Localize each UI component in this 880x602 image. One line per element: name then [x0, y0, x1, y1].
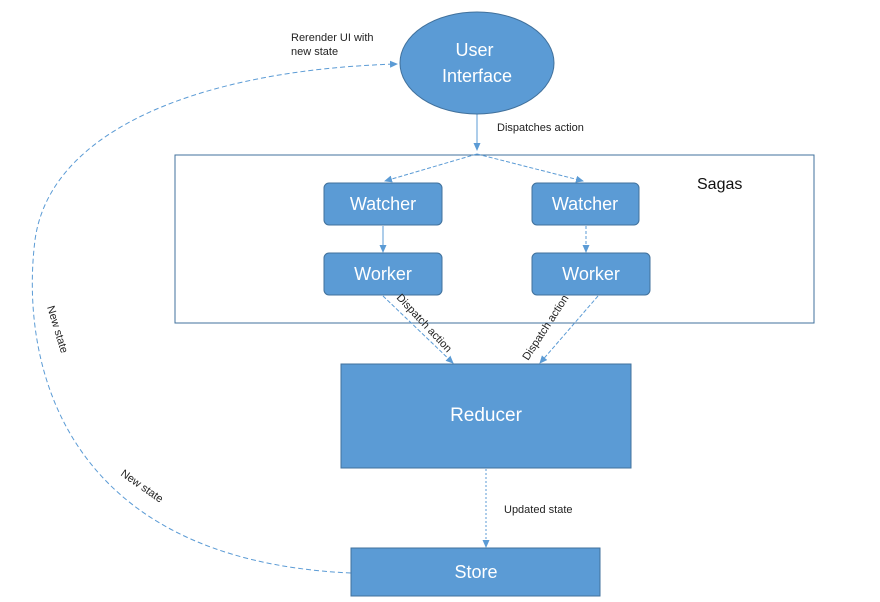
watcher-left-label: Watcher	[350, 194, 416, 214]
watcher-left-node[interactable]	[323, 182, 443, 226]
reducer-node[interactable]	[340, 363, 632, 469]
dispatch-action-right-label: Dispatch action	[520, 293, 571, 363]
sagas-label: Sagas	[697, 176, 742, 193]
new-state-upper-label: New state	[44, 304, 70, 354]
user-interface-label: User Interface	[442, 40, 512, 86]
worker-right-label: Worker	[562, 264, 620, 284]
watcher-right-node[interactable]	[531, 182, 640, 226]
sagas-container	[174, 154, 815, 324]
rerender-ui-label: Rerender UI with new state	[291, 32, 377, 58]
new-state-lower-label: New state	[118, 468, 165, 506]
edge-worker-right-to-reducer	[539, 295, 599, 364]
edge-split-to-watcher-right	[476, 153, 584, 183]
edge-split-to-watcher-left	[384, 153, 478, 183]
worker-left-label: Worker	[354, 264, 412, 284]
reducer-label: Reducer	[450, 405, 522, 426]
updated-state-label: Updated state	[504, 504, 573, 516]
user-interface-node[interactable]	[399, 11, 555, 115]
edge-store-to-ui	[31, 60, 398, 574]
dispatches-action-label: Dispatches action	[497, 122, 584, 134]
worker-right-node[interactable]	[531, 252, 651, 296]
store-label: Store	[454, 562, 497, 582]
edge-worker-left-to-reducer	[382, 295, 454, 364]
watcher-right-label: Watcher	[552, 194, 618, 214]
store-node[interactable]	[350, 547, 601, 597]
worker-left-node[interactable]	[323, 252, 443, 296]
